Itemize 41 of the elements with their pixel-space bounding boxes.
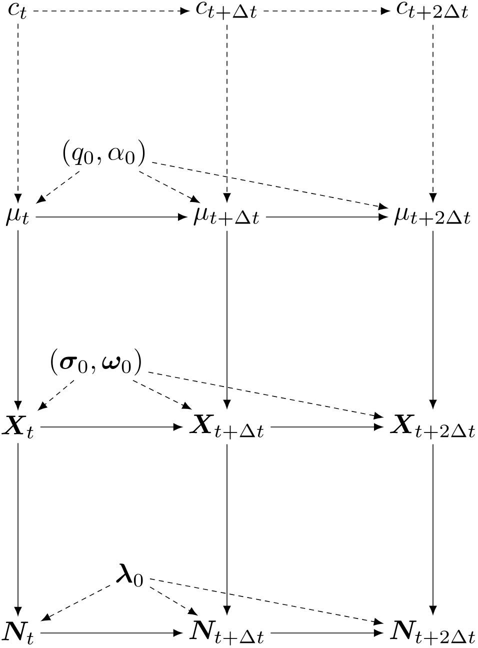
dashed-arrow	[148, 372, 383, 420]
variable-label: $\bm{X}_{t+\Delta t}$	[189, 414, 264, 440]
variable-label: $\mu_{t+2\Delta t}$	[394, 208, 470, 226]
variable-label: $\mu_{t+\Delta t}$	[194, 208, 259, 226]
dashed-arrow	[14, 23, 22, 203]
dashed-arrow	[150, 586, 198, 616]
variable-label: $\bm{X}_{t}$	[2, 416, 34, 438]
dashed-arrow	[41, 584, 110, 622]
variable-label: $(q_0, \alpha_0)$	[63, 140, 145, 167]
variable-label: $\bm{\lambda}_0$	[116, 564, 143, 587]
dashed-arrow	[38, 380, 74, 410]
dashed-arrow	[132, 380, 192, 410]
dashed-arrow	[429, 24, 437, 202]
dashed-arrow	[150, 578, 383, 626]
dashed-arrow	[33, 7, 190, 15]
dashed-arrow	[36, 170, 80, 204]
variable-label: $(\bm{\sigma}_0, \bm{\omega}_0)$	[51, 348, 141, 376]
arrow	[429, 230, 437, 409]
arrow	[14, 230, 22, 410]
arrow	[14, 442, 22, 616]
variable-label: $\mu_{t}$	[6, 208, 29, 226]
variable-label: $\bm{N}_{t}$	[2, 622, 34, 644]
dashed-arrow	[223, 24, 231, 202]
arrow	[223, 230, 231, 409]
variable-label: $c_{t+\Delta t}$	[196, 2, 256, 20]
arrow	[40, 629, 182, 637]
arrow	[40, 423, 182, 431]
dashed-arrow	[138, 170, 200, 203]
arrow	[223, 444, 231, 615]
variable-label: $\bm{N}_{t+\Delta t}$	[189, 620, 264, 646]
arrow	[429, 444, 437, 615]
variable-label: $\bm{N}_{t+2\Delta t}$	[390, 620, 475, 646]
variable-label: $\bm{X}_{t+2\Delta t}$	[390, 414, 475, 440]
dashed-arrow	[152, 162, 388, 210]
arrow	[270, 629, 383, 637]
arrow	[35, 213, 187, 221]
variable-label: $c_{t}$	[8, 2, 26, 20]
variable-label: $c_{t+2\Delta t}$	[396, 2, 468, 20]
arrow	[266, 213, 388, 221]
arrow	[270, 423, 383, 431]
dashed-arrow	[263, 7, 390, 15]
